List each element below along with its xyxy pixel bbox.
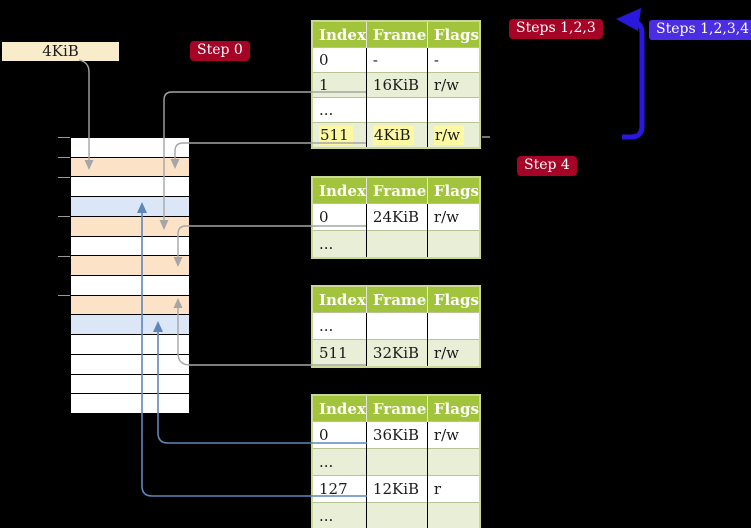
table-cell xyxy=(426,97,480,123)
table-cell: ... xyxy=(312,448,367,476)
table-cell: 4KiB xyxy=(365,122,428,148)
table-cell: 0 xyxy=(312,203,367,231)
table-header-cell: Index xyxy=(312,286,367,313)
table-row: ... xyxy=(312,230,480,258)
table-cell xyxy=(365,97,428,123)
table-cell: r/w xyxy=(426,421,480,449)
walk-loop-arrow xyxy=(616,8,645,140)
table-cell: r/w xyxy=(426,72,480,98)
memory-row xyxy=(71,138,189,158)
table-header-cell: Flags xyxy=(426,286,480,313)
step4-badge: Step 4 xyxy=(517,156,577,176)
table-header-cell: Frame xyxy=(365,286,428,313)
table-cell: ... xyxy=(312,312,367,340)
memory-row xyxy=(71,295,189,316)
memory-row xyxy=(71,335,189,355)
table-cell: 511 xyxy=(312,339,367,367)
table-cell: ... xyxy=(312,97,367,123)
table-cell xyxy=(426,448,480,476)
table-cell xyxy=(365,448,428,476)
table-row: ... xyxy=(312,312,480,340)
page-size-label: 4KiB xyxy=(2,42,119,61)
table-header-cell: Flags xyxy=(426,177,480,204)
table-cell xyxy=(426,230,480,258)
memory-row xyxy=(71,157,189,178)
table-cell: r xyxy=(426,475,480,503)
memory-row xyxy=(71,256,189,277)
table-cell xyxy=(365,312,428,340)
memory-tick xyxy=(58,137,70,138)
table-header-cell: Index xyxy=(312,395,367,422)
memory-row xyxy=(71,236,189,257)
step0-badge: Step 0 xyxy=(190,41,250,61)
memory-row xyxy=(71,276,189,296)
table-row: ... xyxy=(312,502,480,528)
memory-row xyxy=(71,216,189,237)
memory-row xyxy=(71,197,189,217)
steps123-badge: Steps 1,2,3 xyxy=(509,19,603,39)
table-cell: 511 xyxy=(312,122,367,148)
table-cell: r/w xyxy=(426,203,480,231)
table-cell: - xyxy=(365,47,428,73)
table-row: ... xyxy=(312,448,480,476)
table-header-cell: Frame xyxy=(365,177,428,204)
table-cell: 127 xyxy=(312,475,367,503)
memory-tick xyxy=(58,216,70,218)
table-cell: 0 xyxy=(312,421,367,449)
table-cell: 16KiB xyxy=(365,72,428,98)
memory-row xyxy=(71,374,189,395)
table-cell xyxy=(365,502,428,528)
table-cell: 36KiB xyxy=(365,421,428,449)
memory-tick xyxy=(58,156,70,158)
table-cell xyxy=(365,230,428,258)
table-row: 0-- xyxy=(312,47,480,73)
table-header-cell: Index xyxy=(312,177,367,204)
memory-tick xyxy=(58,295,70,297)
memory-tick xyxy=(58,176,70,178)
table-cell: r/w xyxy=(426,122,480,148)
steps1234-badge: Steps 1,2,3,4 xyxy=(649,20,751,40)
table-header-cell: Flags xyxy=(426,21,480,48)
table-header-cell: Frame xyxy=(365,395,428,422)
table-cell: ... xyxy=(312,502,367,528)
table-cell: 32KiB xyxy=(365,339,428,367)
table-cell: r/w xyxy=(426,339,480,367)
table-cell xyxy=(426,502,480,528)
table-cell: 1 xyxy=(312,72,367,98)
memory-row xyxy=(71,315,189,336)
physical-memory-column xyxy=(70,137,190,414)
table-header-cell: Index xyxy=(312,21,367,48)
table-cell: ... xyxy=(312,230,367,258)
table-cell: 12KiB xyxy=(365,475,428,503)
table-cell: 0 xyxy=(312,47,367,73)
table-row: ... xyxy=(312,97,480,123)
table-cell: - xyxy=(426,47,480,73)
table-header-cell: Frame xyxy=(365,21,428,48)
table-cell: 24KiB xyxy=(365,203,428,231)
memory-row xyxy=(71,354,189,375)
table-cell xyxy=(426,312,480,340)
table-header-cell: Flags xyxy=(426,395,480,422)
memory-row xyxy=(71,394,189,414)
memory-tick xyxy=(58,255,70,257)
memory-row xyxy=(71,177,189,198)
